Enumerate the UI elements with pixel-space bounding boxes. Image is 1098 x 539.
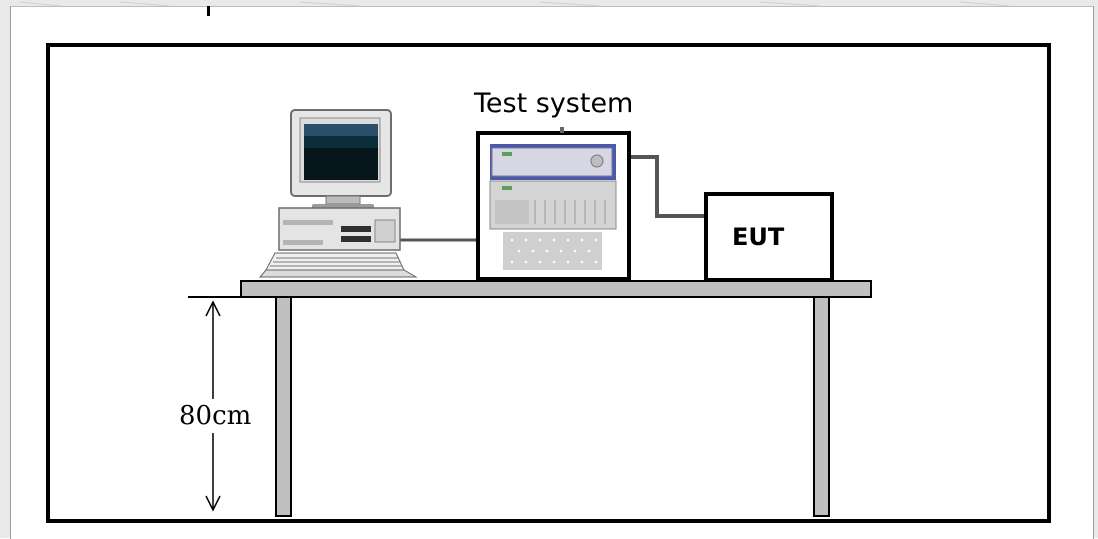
table-height-label: 80cm <box>178 399 253 433</box>
test-table <box>240 280 872 517</box>
stray-mark <box>207 6 210 16</box>
test-system-label: Test system <box>474 88 634 119</box>
page-edge-marks <box>19 1 1011 7</box>
eut-label: EUT <box>732 223 785 251</box>
cable-test-system-to-eut <box>612 155 706 218</box>
computer-icon <box>258 109 418 278</box>
eut-box <box>704 192 834 282</box>
test-system-box <box>476 127 631 281</box>
